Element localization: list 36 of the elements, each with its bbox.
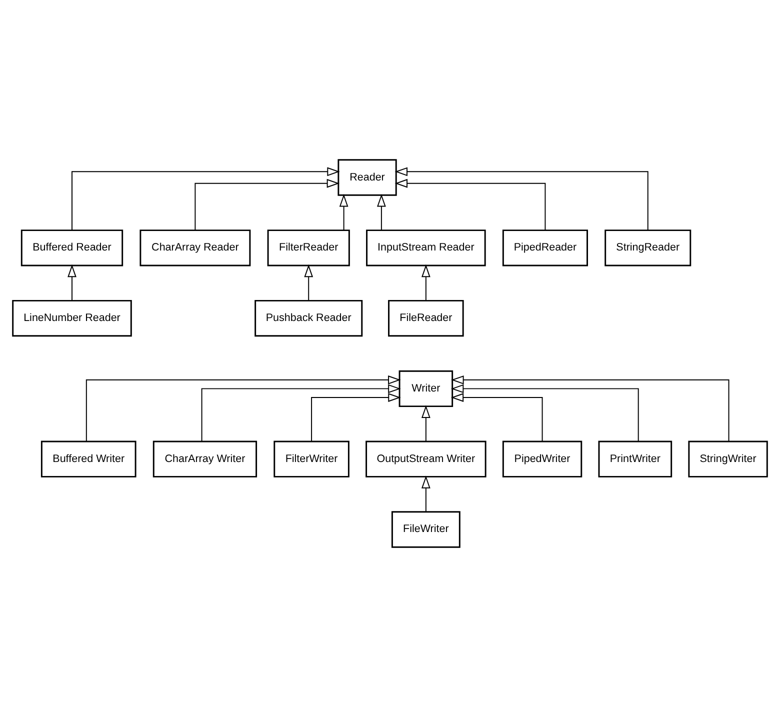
arrow [394,178,546,230]
arrow [421,264,430,301]
node-box: FilterWriter [274,440,350,477]
node-box: FileWriter [391,510,460,548]
arrow [451,374,730,442]
node-box: StringReader [604,229,692,266]
arrow [421,475,430,512]
arrow [201,384,401,442]
arrow [394,166,648,230]
node-box: FilterReader [267,229,350,266]
arrow [421,404,430,442]
node-box: InputStream Reader [366,229,486,266]
node-box: Pushback Reader [254,299,363,336]
arrow [68,264,76,301]
node-box: LineNumber Reader [12,299,132,336]
node-box: CharArray Writer [152,440,258,477]
node-box: Buffered Writer [40,440,136,477]
arrow [86,374,401,442]
node-box: PrintWriter [598,440,672,477]
arrow [304,264,314,301]
node-box: Reader [338,158,397,196]
node-box: PipedWriter [502,440,582,477]
arrow [450,384,639,442]
node-box: PipedReader [502,229,588,266]
node-box: FileReader [388,299,464,336]
node-box: StringWriter [688,440,768,477]
arrow [450,392,543,442]
node-box: Buffered Reader [20,229,124,266]
arrow [376,194,386,230]
node-box: OutputStream Writer [366,440,486,477]
arrow [72,166,340,230]
arrow [194,178,340,230]
node-box: CharArray Reader [140,229,251,266]
arrow [339,194,348,230]
arrow [311,392,401,442]
node-box: Writer [398,370,454,407]
